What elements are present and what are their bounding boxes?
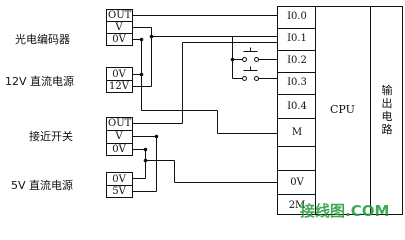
output-circuit-label: 输出电路 bbox=[381, 84, 393, 136]
plc-input-2m: 2M bbox=[288, 200, 306, 211]
encoder-label: 光电编码器 bbox=[15, 33, 70, 46]
psu5-5v-terminal: 5V bbox=[112, 186, 126, 197]
proximity-0v-terminal: 0V bbox=[112, 144, 126, 155]
psu12-0v-terminal: 0V bbox=[112, 69, 126, 80]
cpu-label: CPU bbox=[330, 103, 355, 116]
plc-input-i0-3: I0.3 bbox=[287, 77, 307, 88]
plc-input-i0-2: I0.2 bbox=[287, 55, 307, 66]
wiring-diagram: 光电编码器 12V 直流电源 接近开关 5V 直流电源 OUT V 0V 0V … bbox=[5, 6, 403, 220]
encoder-v-terminal: V bbox=[115, 22, 123, 33]
psu5-label: 5V 直流电源 bbox=[11, 179, 74, 192]
plc-frame bbox=[277, 6, 403, 215]
encoder-0v-terminal: 0V bbox=[112, 34, 126, 45]
proximity-label: 接近开关 bbox=[29, 130, 73, 143]
plc-input-i0-0: I0.0 bbox=[287, 11, 307, 22]
psu5-0v-terminal: 0V bbox=[112, 174, 126, 185]
watermark-logo: 接线图.COM bbox=[300, 202, 390, 220]
plc-input-i0-1: I0.1 bbox=[287, 33, 307, 44]
plc-input-0v: 0V bbox=[290, 177, 304, 188]
proximity-v-terminal: V bbox=[115, 131, 123, 142]
psu12-label: 12V 直流电源 bbox=[5, 75, 75, 88]
proximity-out-terminal: OUT bbox=[108, 118, 132, 129]
wiring-lines bbox=[106, 6, 403, 215]
encoder-out-terminal: OUT bbox=[108, 10, 132, 21]
psu12-12v-terminal: 12V bbox=[109, 81, 129, 92]
plc-input-i0-4: I0.4 bbox=[287, 101, 307, 112]
plc-input-m: M bbox=[291, 127, 303, 138]
